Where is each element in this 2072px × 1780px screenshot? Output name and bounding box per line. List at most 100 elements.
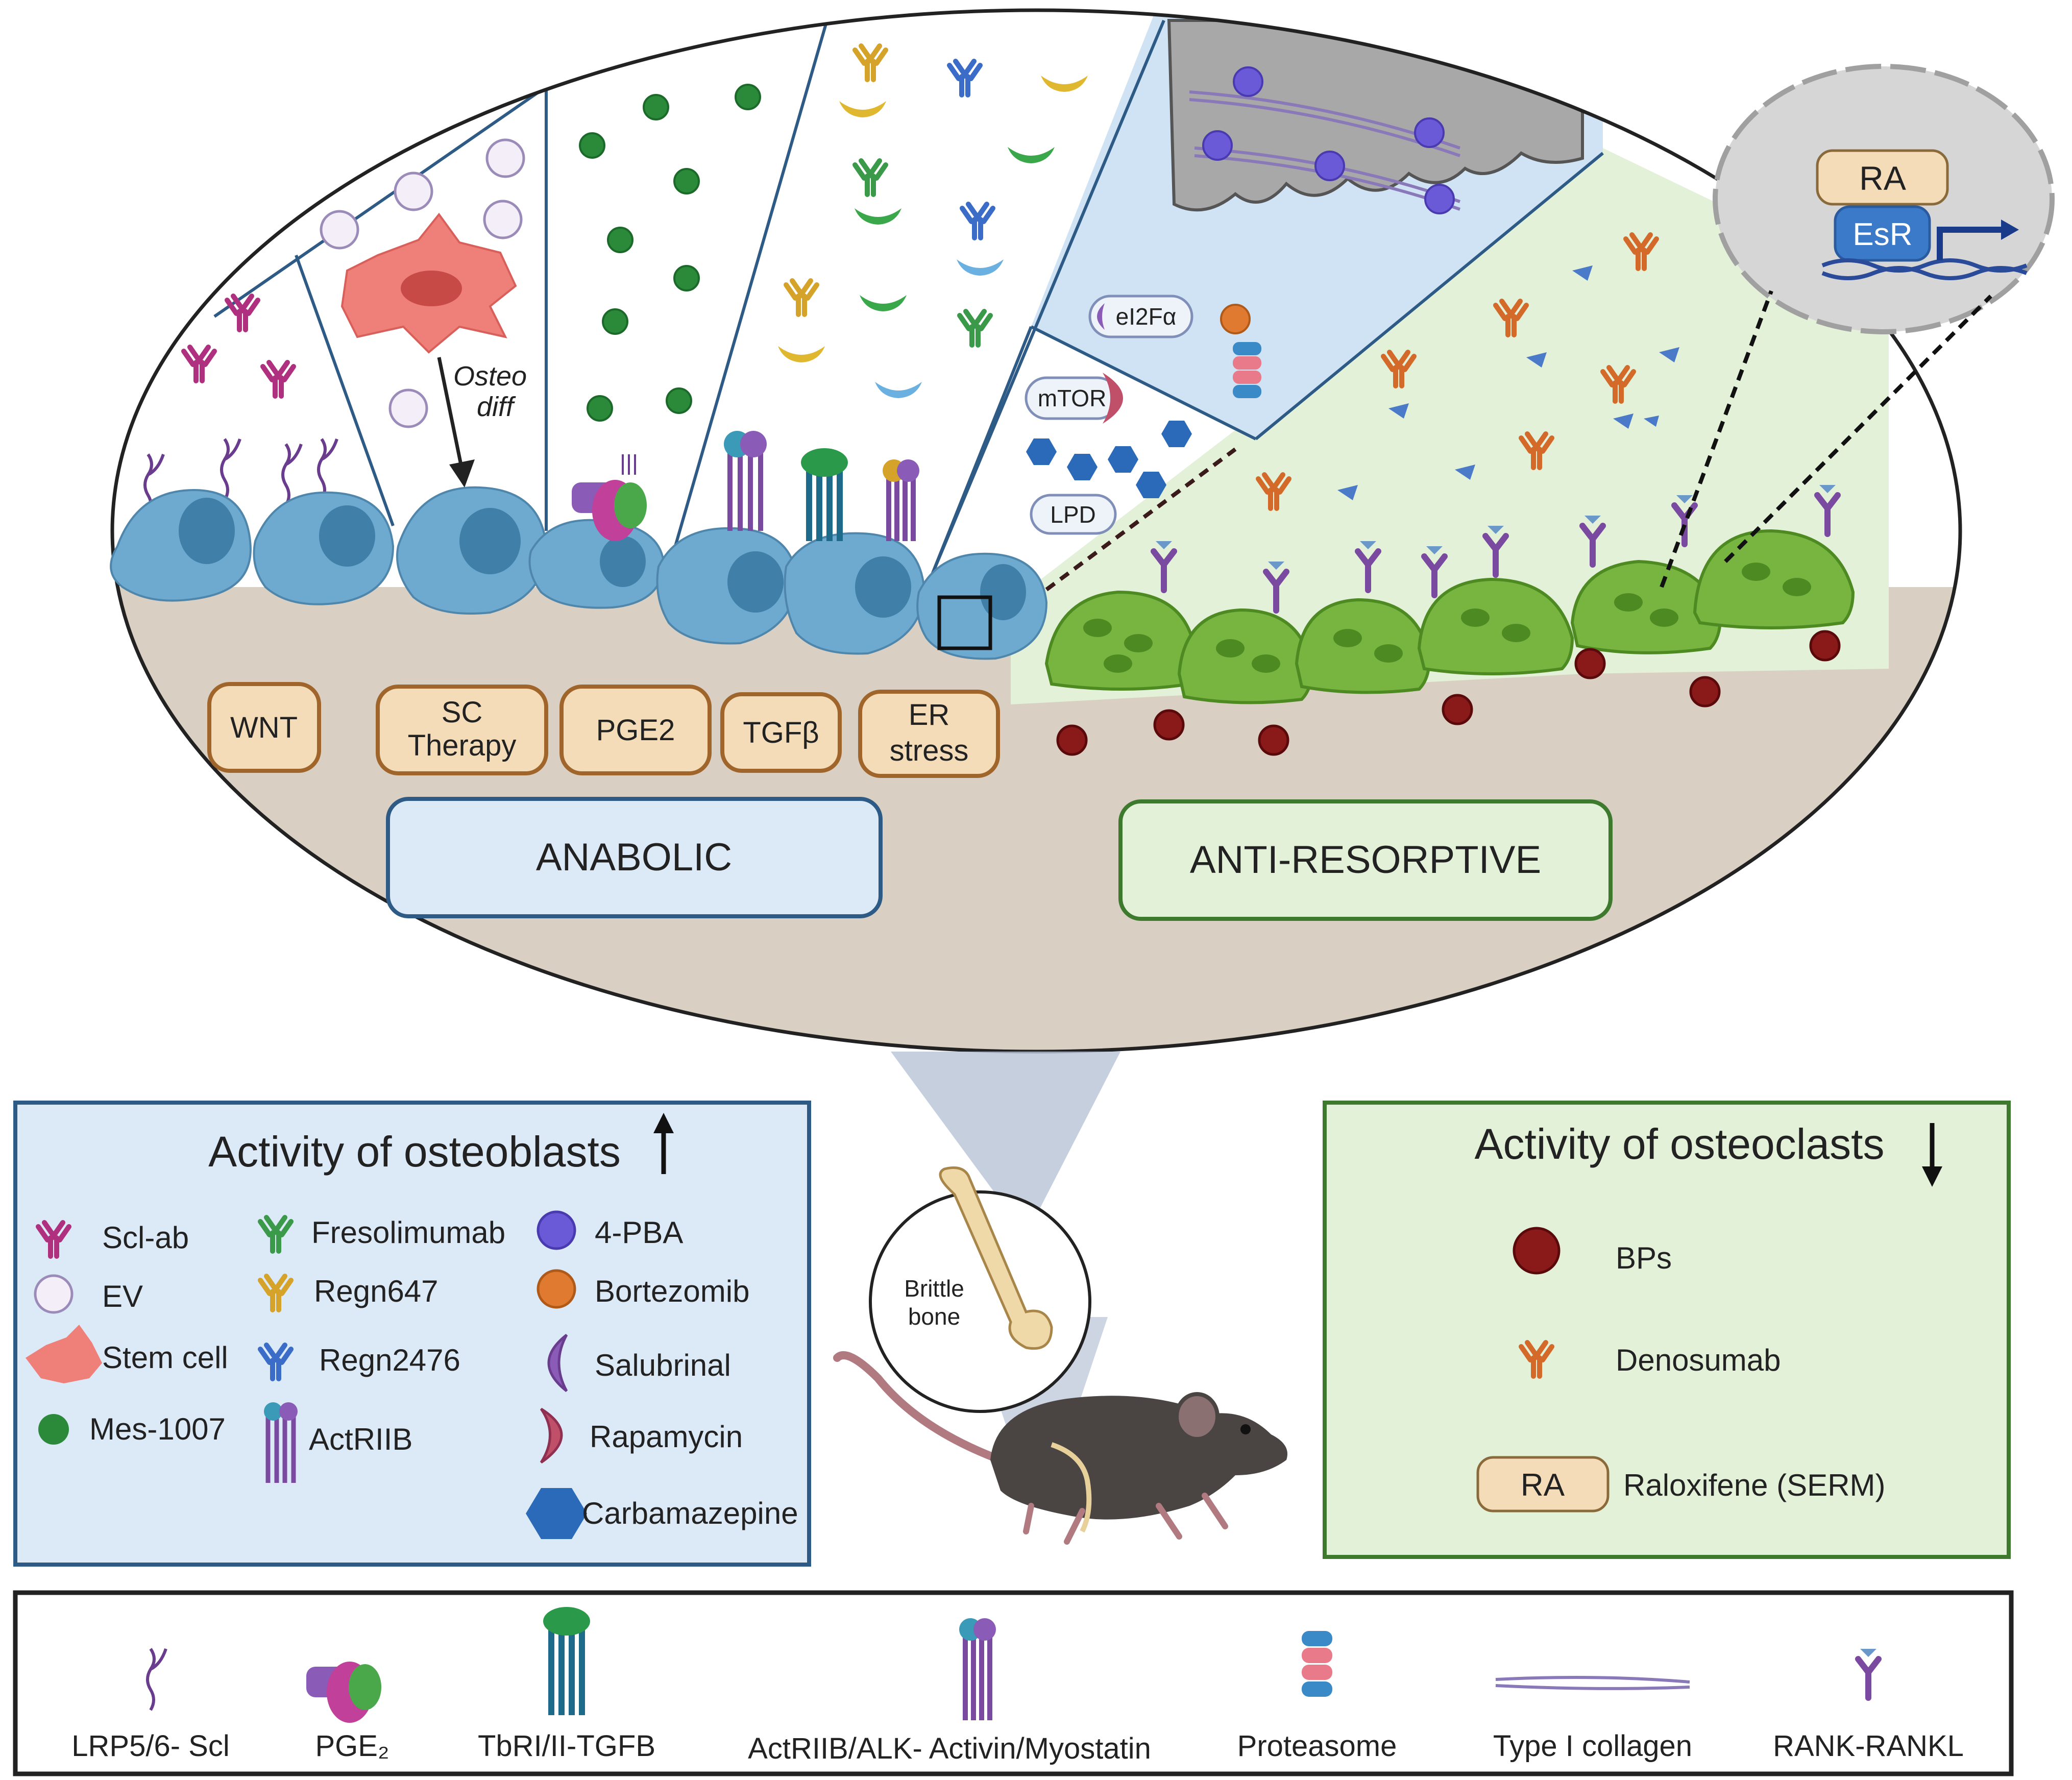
panel-dividers [213,15,1604,583]
osteo-diff-arrow [437,357,475,487]
lpd-label: LPD [1050,501,1095,528]
regn2476-legend-label: Regn2476 [319,1343,460,1377]
bortezomib-legend-icon [537,1269,576,1309]
mes-1007-legend-label: Mes-1007 [89,1412,226,1446]
ei2fa-badge [1088,295,1193,338]
pge2-receptor [572,454,647,541]
rapamycin-legend-icon [540,1407,563,1464]
anabolic-label: ANABOLIC [536,836,732,879]
ra-inset-label: RA [1859,159,1906,197]
up-arrow-icon [653,1113,674,1174]
stress-label: stress [890,734,969,767]
osteo-label: Osteo [453,361,527,392]
rank-legend-label: RANK-RANKL [1773,1729,1964,1763]
stem-cell-legend-label: Stem cell [102,1340,228,1375]
collagen-legend-label: Type I collagen [1493,1729,1692,1763]
stem-cell-legend-icon [26,1325,102,1383]
ev-vesicles [320,138,525,428]
actriib-receptor-icon [959,1618,996,1720]
osteoblast-nuclei [179,498,1026,620]
pathway-boxes [207,682,1000,778]
proteasome-icon [1302,1631,1332,1697]
bortezomib-sphere [1220,304,1251,334]
collagen-icon [1495,1676,1690,1690]
esr-label: EsR [1852,217,1912,252]
salubrinal-legend-icon [547,1334,568,1392]
tgfb-label: TGFβ [743,716,819,749]
actriib-legend-label-bottom: ActRIIB/ALK- Activin/Myostatin [748,1732,1151,1765]
4-pba-legend-label: 4-PBA [595,1215,683,1250]
carbamazepine-legend-icon [526,1488,587,1539]
er-label: ER [909,698,950,731]
pge2-legend-label: PGE₂ [315,1729,389,1763]
ev-legend-label: EV [102,1279,143,1313]
salubrinal-legend-label: Salubrinal [595,1348,731,1382]
therapy-label: Therapy [408,729,517,762]
osteoclast-panel-title: Activity of osteoclasts [1475,1120,1885,1168]
sc-therapy-box [376,685,548,775]
bone-label: bone [908,1303,960,1330]
bps-spheres [1056,630,1841,756]
mouse-illustration [833,1351,1287,1545]
raloxifene-legend-label: Raloxifene (SERM) [1623,1468,1886,1502]
4-pba-legend-icon [537,1210,576,1250]
osteoclast-nuclei [1083,563,1811,673]
rankl-triangles [1337,265,1679,500]
brittle-label: Brittle [904,1275,964,1302]
proteasome [1233,342,1261,398]
bps-legend-label: BPs [1616,1241,1672,1275]
zoom-line [1045,447,1237,592]
bps-legend-icon [1513,1227,1561,1275]
4-pba-spheres [1202,66,1455,214]
diff-label: diff [477,392,516,422]
mes-1007-spheres [579,84,761,422]
pge2-label: PGE2 [596,714,675,747]
osteoclast-cells [1044,529,1855,704]
lpd-badge [1030,494,1117,535]
pge2-box [559,685,712,775]
actriib-legend-icon [264,1402,298,1483]
osteoblast-panel [13,1101,811,1567]
lrp-legend-label: LRP5/6- Scl [71,1729,229,1763]
regn647-legend-label: Regn647 [314,1274,438,1308]
mtor-label: mTOR [1038,385,1107,411]
actriib-receptors [724,431,919,541]
tgfb-legend-label: TbRI/II-TGFB [478,1729,655,1763]
er-zoom-box [937,595,992,650]
nucleus-inset [1713,64,2055,334]
lrp-receptor-icon [146,1648,167,1711]
actriib-legend-label: ActRIIB [309,1422,412,1456]
carbamazepine-legend-label: Carbamazepine [582,1496,798,1530]
femur-icon [939,1166,1053,1350]
bortezomib-legend-label: Bortezomib [595,1274,749,1308]
brittle-bone-circle [869,1190,1091,1413]
wnt-label: WNT [230,711,298,744]
mtor-badge [1025,373,1123,424]
anabolic-box [386,797,883,918]
tgfb-receptor-icon [543,1607,590,1715]
anti-resorptive-label: ANTI-RESORPTIVE [1190,838,1541,882]
mes-1007-legend-icon [38,1414,69,1445]
fresolimumab-legend-label: Fresolimumab [311,1215,505,1250]
tgfb-box [720,692,842,773]
ev-legend-icon [34,1274,74,1314]
rapamycin-legend-label: Rapamycin [590,1420,743,1454]
ei2fa-label: eI2Fα [1116,303,1177,330]
pge2-receptor-icon [306,1662,381,1723]
down-arrow-icon [1922,1123,1942,1187]
proteasome-legend-label: Proteasome [1237,1729,1397,1763]
er-stress-box [858,690,1000,778]
osteoclast-panel [1323,1101,2011,1559]
scl-ab-legend-label: Scl-ab [102,1221,189,1255]
tgfb-receptor [801,448,848,541]
sc-label: SC [442,696,483,729]
ra-legend-badge [1476,1456,1610,1513]
ra-legend-badge-label: RA [1521,1468,1565,1503]
zoom-cone-upper [891,1052,1120,1235]
anti-resorptive-box [1118,799,1613,921]
stem-cell [340,212,517,354]
wnt-box [207,682,321,773]
osteoblast-panel-title: Activity of osteoblasts [208,1128,621,1176]
